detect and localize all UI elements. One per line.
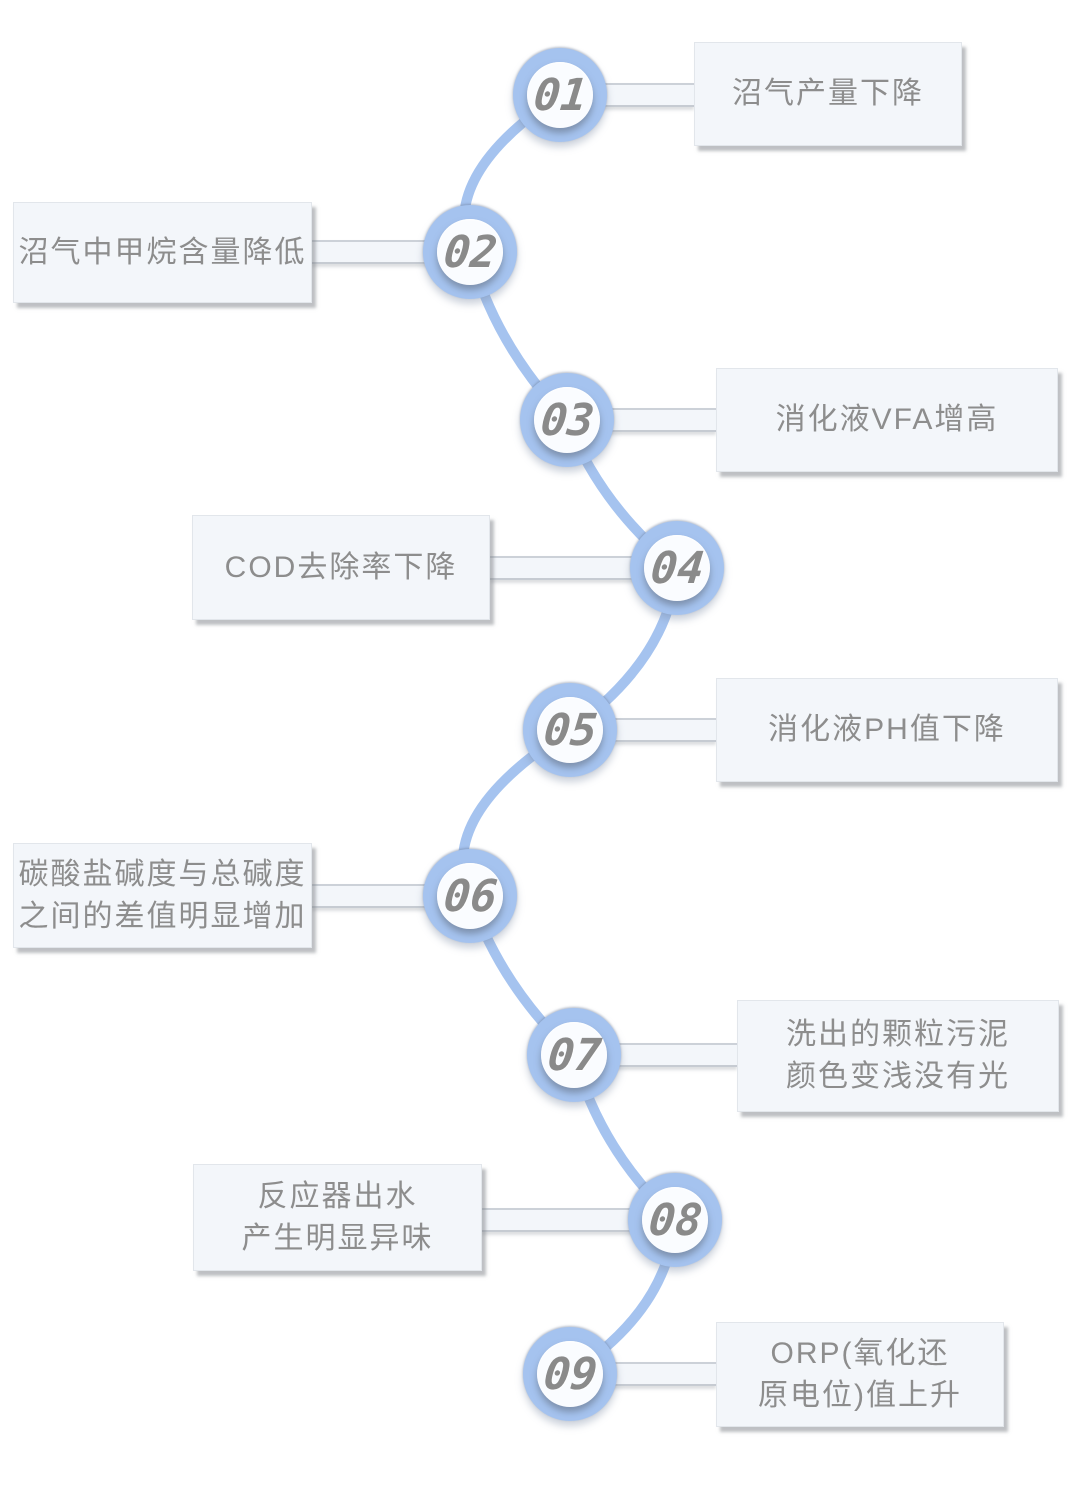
step-04-circle: 04 bbox=[630, 521, 724, 615]
step-06-circle: 06 bbox=[423, 849, 517, 943]
step-07-label-text: 洗出的颗粒污泥 bbox=[786, 1018, 1010, 1051]
step-02-number: 02 bbox=[440, 226, 500, 278]
step-01-number: 01 bbox=[530, 69, 590, 121]
step-09-number: 09 bbox=[540, 1348, 600, 1400]
step-08-number: 08 bbox=[645, 1194, 705, 1246]
step-01-label-text: 沼气产量下降 bbox=[732, 77, 924, 110]
step-09-label-box: ORP(氧化还原电位)值上升 bbox=[716, 1322, 1004, 1427]
step-05-circle-disc: 05 bbox=[537, 697, 603, 763]
step-01-circle: 01 bbox=[513, 48, 607, 142]
step-03-label-box: 消化液VFA增高 bbox=[716, 368, 1058, 472]
step-02-circle-disc: 02 bbox=[437, 219, 503, 285]
step-07-number: 07 bbox=[544, 1029, 604, 1081]
step-06-circle-disc: 06 bbox=[437, 863, 503, 929]
step-03-circle-disc: 03 bbox=[534, 387, 600, 453]
step-03-label-text: 消化液VFA增高 bbox=[775, 403, 999, 436]
step-08-circle-disc: 08 bbox=[642, 1187, 708, 1253]
step-07-circle: 07 bbox=[527, 1008, 621, 1102]
step-04-label-box: COD去除率下降 bbox=[192, 515, 490, 620]
step-06-label-text: 之间的差值明显增加 bbox=[18, 899, 307, 933]
step-08-label-text: 产生明显异味 bbox=[241, 1221, 434, 1255]
step-05-number: 05 bbox=[540, 704, 600, 756]
step-08-label-box: 反应器出水产生明显异味 bbox=[193, 1164, 482, 1271]
step-06-number: 06 bbox=[440, 870, 500, 922]
step-07-circle-disc: 07 bbox=[541, 1022, 607, 1088]
step-05-circle: 05 bbox=[523, 683, 617, 777]
step-09-label-text: 原电位)值上升 bbox=[758, 1378, 962, 1412]
step-03-number: 03 bbox=[537, 394, 597, 446]
step-09-circle: 09 bbox=[523, 1327, 617, 1421]
step-02-circle: 02 bbox=[423, 205, 517, 299]
step-04-circle-disc: 04 bbox=[644, 535, 710, 601]
step-02-label-box: 沼气中甲烷含量降低 bbox=[13, 202, 312, 303]
step-05-label-box: 消化液PH值下降 bbox=[716, 678, 1058, 782]
step-08-label-text: 反应器出水 bbox=[257, 1179, 418, 1213]
step-09-label-text: ORP(氧化还 bbox=[770, 1336, 950, 1370]
step-04-number: 04 bbox=[647, 542, 707, 594]
step-01-label-box: 沼气产量下降 bbox=[694, 42, 962, 146]
step-04-label-text: COD去除率下降 bbox=[224, 550, 458, 584]
step-01-circle-disc: 01 bbox=[527, 62, 593, 128]
step-08-circle: 08 bbox=[628, 1173, 722, 1267]
step-06-label-text: 碳酸盐碱度与总碱度 bbox=[18, 857, 307, 891]
step-03-circle: 03 bbox=[520, 373, 614, 467]
step-09-circle-disc: 09 bbox=[537, 1341, 603, 1407]
step-07-label-text: 颜色变浅没有光 bbox=[786, 1060, 1010, 1093]
step-05-label-text: 消化液PH值下降 bbox=[768, 713, 1006, 746]
step-07-label-box: 洗出的颗粒污泥颜色变浅没有光 bbox=[737, 1000, 1059, 1112]
step-06-label-box: 碳酸盐碱度与总碱度之间的差值明显增加 bbox=[13, 843, 312, 948]
step-02-label-text: 沼气中甲烷含量降低 bbox=[18, 235, 307, 269]
